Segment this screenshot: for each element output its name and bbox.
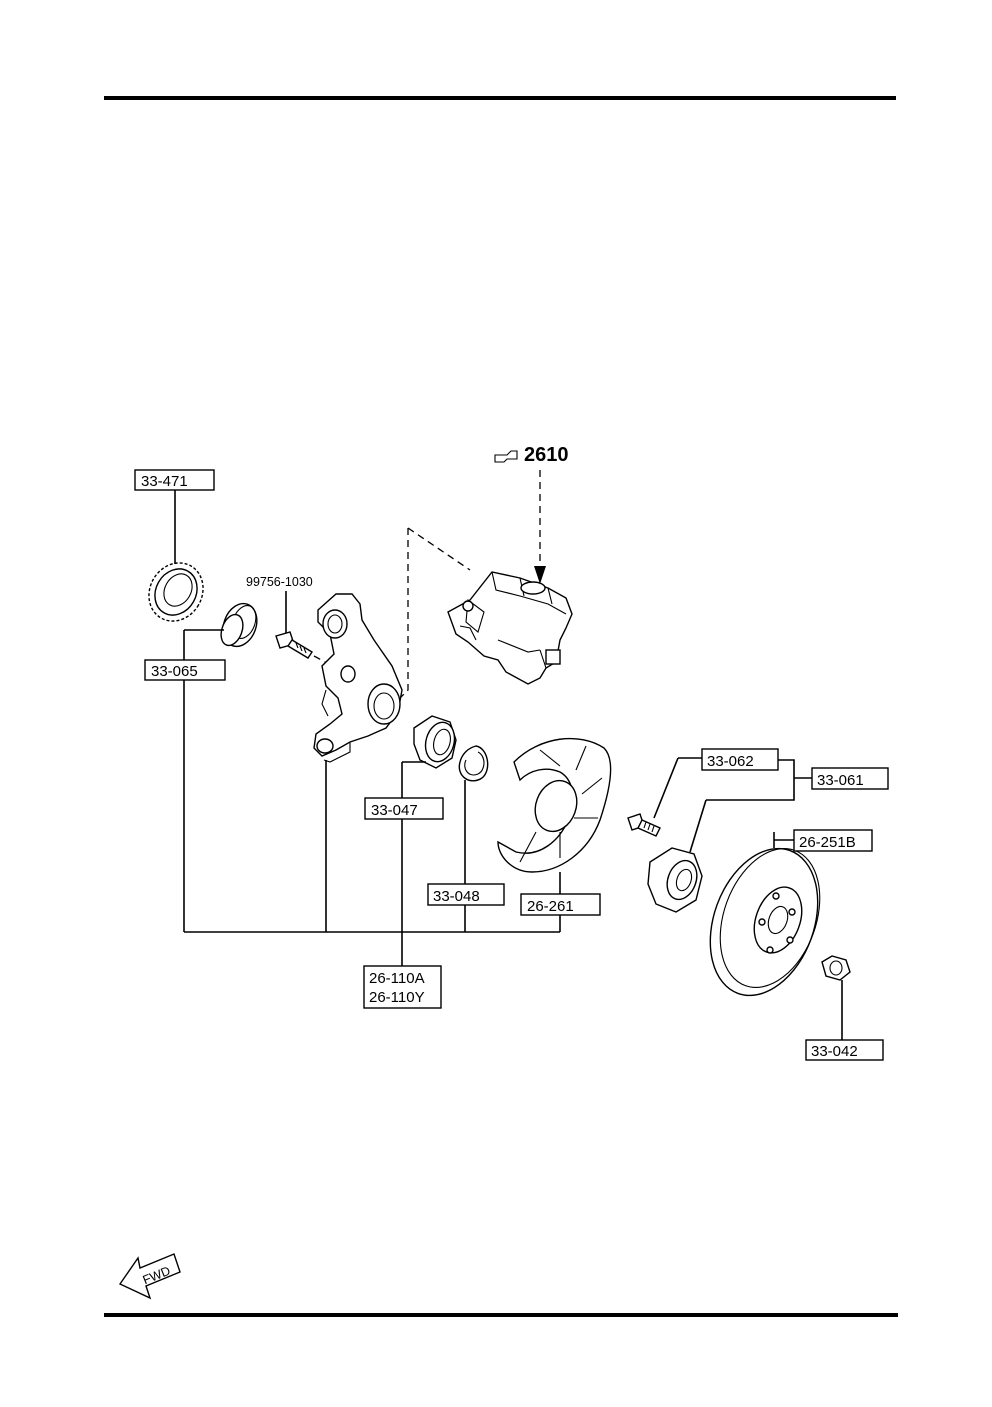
label-box-33-042 <box>805 1039 884 1061</box>
part-label-33-042: 33-042 <box>811 1043 858 1060</box>
bolt-part-number: 99756-1030 <box>246 575 313 589</box>
label-box-33-048 <box>427 883 505 906</box>
wheel-bearing[interactable] <box>413 715 459 769</box>
abs-sensor-ring[interactable] <box>138 553 213 631</box>
reference-callout[interactable]: 2610 <box>494 444 569 466</box>
fwd-arrow-icon <box>118 1253 181 1300</box>
steering-knuckle[interactable] <box>313 593 403 763</box>
part-label-33-061: 33-061 <box>817 772 864 789</box>
part-label-26-110y: 26-110Y <box>369 989 425 1006</box>
dust-shield[interactable] <box>497 737 612 873</box>
reference-number: 2610 <box>524 444 569 466</box>
label-box-33-061 <box>811 767 889 790</box>
part-label-26-110a: 26-110A <box>369 970 425 987</box>
label-box-33-065 <box>144 659 226 681</box>
hub-bolt[interactable] <box>627 813 661 837</box>
mounting-bolt[interactable] <box>275 631 313 659</box>
hub-nut[interactable] <box>821 955 851 981</box>
dust-seal[interactable] <box>217 599 262 651</box>
label-box-33-047 <box>364 797 444 820</box>
part-label-33-065: 33-065 <box>151 663 198 680</box>
part-label-33-048: 33-048 <box>433 888 480 905</box>
caliper-leader-arrow <box>534 566 546 584</box>
part-label-33-471: 33-471 <box>141 473 188 490</box>
part-label-26-251b: 26-251B <box>799 834 856 851</box>
pointing-hand-icon <box>494 450 518 463</box>
brake-caliper[interactable] <box>447 571 573 685</box>
label-box-26-251b <box>793 829 873 852</box>
brake-disc[interactable] <box>691 833 838 1010</box>
label-box-26-110 <box>363 965 442 1009</box>
part-label-33-047: 33-047 <box>371 802 418 819</box>
leader-33-062-bolt <box>653 757 679 819</box>
wheel-hub[interactable] <box>647 847 703 913</box>
part-label-26-261: 26-261 <box>527 898 574 915</box>
leader-33-061-hub <box>689 799 707 853</box>
leader-33-061-bracket <box>706 759 812 801</box>
forward-direction-arrow: FWD <box>118 1253 181 1300</box>
snap-ring[interactable] <box>458 745 489 782</box>
part-label-33-062: 33-062 <box>707 753 754 770</box>
